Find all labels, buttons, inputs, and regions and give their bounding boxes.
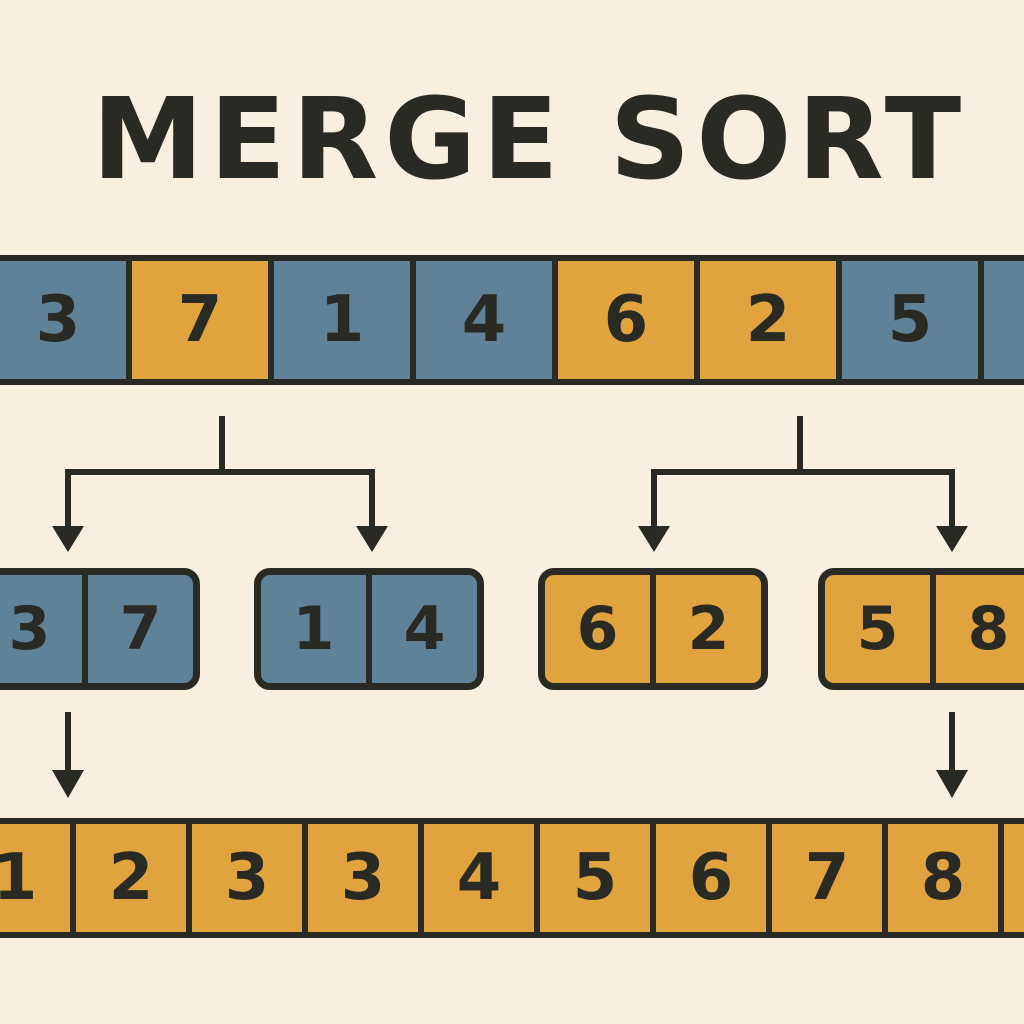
split-line-left	[65, 416, 375, 530]
arrowhead-icon	[638, 526, 670, 552]
sorted-cell-partial	[1004, 818, 1024, 938]
sorted-cell: 7	[772, 818, 888, 938]
pair-cell: 4	[366, 575, 477, 683]
input-cell: 6	[558, 255, 700, 385]
arrowhead-icon	[936, 770, 968, 798]
diagram-title: MERGE SORT	[92, 75, 968, 205]
input-cell: 2	[700, 255, 842, 385]
input-cell-partial	[984, 255, 1024, 385]
sorted-cell: 3	[308, 818, 424, 938]
sorted-cell: 6	[656, 818, 772, 938]
sorted-cell: 1	[0, 818, 76, 938]
sorted-cell: 3	[192, 818, 308, 938]
pair-cell: 3	[8, 594, 51, 664]
arrowhead-icon	[52, 770, 84, 798]
pair-cell: 5	[856, 594, 899, 664]
input-cell: 3	[0, 255, 132, 385]
input-cell: 7	[132, 255, 274, 385]
sorted-cell: 4	[424, 818, 540, 938]
pair-cell: 7	[82, 575, 193, 683]
pair-cell: 1	[292, 594, 335, 664]
arrowhead-icon	[52, 526, 84, 552]
split-line-right	[651, 416, 955, 530]
arrowhead-icon	[936, 526, 968, 552]
sorted-cell: 5	[540, 818, 656, 938]
sorted-cell: 8	[888, 818, 1004, 938]
input-cell: 5	[842, 255, 984, 385]
sorted-cell: 2	[76, 818, 192, 938]
input-cell: 1	[274, 255, 416, 385]
pair-cell: 2	[650, 575, 761, 683]
arrowhead-icon	[356, 526, 388, 552]
pair-cell: 8	[930, 575, 1024, 683]
input-cell: 4	[416, 255, 558, 385]
pair-cell: 6	[576, 594, 619, 664]
